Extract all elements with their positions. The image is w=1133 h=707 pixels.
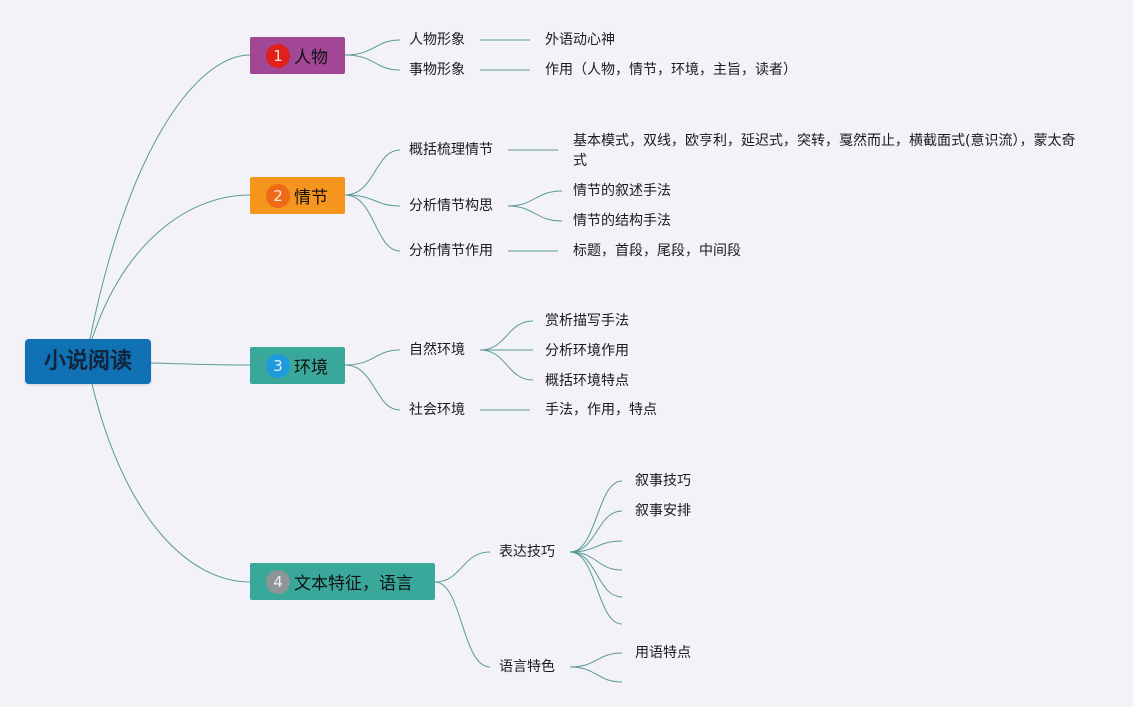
number-badge-4: 4 [266, 569, 290, 594]
subtopic-renwu-xingxiang[interactable]: 人物形象 [409, 32, 465, 48]
link-t4s1-empty-4 [569, 551, 623, 625]
leaf-t3s1-2[interactable]: 分析环境作用 [545, 343, 629, 359]
leaf-t4s1-1[interactable]: 叙事技巧 [635, 473, 691, 489]
topic-1[interactable]: 1 人物 [250, 37, 345, 74]
link-t4s1-empty-1 [569, 540, 623, 553]
link-root-topic-1 [89, 54, 251, 340]
leaf-t3s1-3[interactable]: 概括环境特点 [545, 373, 629, 389]
leaf-t1s2[interactable]: 作用（人物，情节，环境，主旨，读者） [545, 62, 797, 78]
leaf-t2s1[interactable]: 基本模式，双线，欧亨利，延迟式，突转，戛然而止，横截面式(意识流），蒙太奇式 [573, 133, 1076, 169]
link-t4s1-empty-3 [569, 551, 623, 598]
link-t2s2-leaf-1 [507, 190, 563, 207]
leaf-t3s1-1[interactable]: 赏析描写手法 [545, 313, 629, 329]
number-badge-3: 3 [266, 353, 290, 378]
link-topic-4-sub-2 [434, 581, 491, 668]
subtopic-ziran-huanjing[interactable]: 自然环境 [409, 342, 465, 358]
link-topic-2-sub-3 [344, 194, 401, 252]
subtopic-shehui-huanjing[interactable]: 社会环境 [409, 402, 465, 418]
subtopic-biaoda-jiqiao[interactable]: 表达技巧 [499, 544, 555, 560]
link-topic-2-sub-1 [344, 149, 401, 196]
link-t3s1-leaf-1 [479, 320, 534, 351]
link-t2s2-leaf-2 [507, 205, 563, 222]
link-t4s1-empty-2 [569, 551, 623, 571]
topic-4[interactable]: 4 文本特征，语言 [250, 563, 435, 600]
link-topic-1-sub-2 [344, 54, 401, 71]
number-badge-2: 2 [266, 183, 290, 208]
subtopic-yuyan-tese[interactable]: 语言特色 [499, 659, 555, 675]
link-topic-3-sub-1 [344, 349, 401, 366]
leaf-t3s2[interactable]: 手法，作用，特点 [545, 402, 657, 418]
leaf-t1s1[interactable]: 外语动心神 [545, 32, 615, 48]
leaf-t2s3[interactable]: 标题，首段，尾段，中间段 [573, 243, 741, 259]
link-t4s2-leaf-1 [569, 652, 623, 668]
subtopic-shiwu-xingxiang[interactable]: 事物形象 [409, 62, 465, 78]
leaf-t4s2-1[interactable]: 用语特点 [635, 645, 691, 661]
topic-3-label: 环境 [294, 358, 328, 378]
link-topic-3-sub-2 [344, 364, 401, 411]
link-topic-4-sub-1 [434, 551, 491, 583]
subtopic-fenxi-goushi[interactable]: 分析情节构思 [409, 198, 493, 214]
topic-3[interactable]: 3 环境 [250, 347, 345, 384]
link-t3s1-leaf-3 [479, 349, 534, 381]
leaf-t2s2-2[interactable]: 情节的结构手法 [573, 213, 671, 229]
link-root-topic-4 [91, 383, 251, 583]
link-t4s1-leaf-1 [569, 480, 623, 553]
link-topic-1-sub-1 [344, 39, 401, 56]
link-t4s1-leaf-2 [569, 510, 623, 553]
root-node[interactable]: 小说阅读 [25, 339, 151, 384]
leaf-t4s1-2[interactable]: 叙事安排 [635, 503, 691, 519]
number-badge-1: 1 [266, 43, 290, 68]
leaf-t2s2-1[interactable]: 情节的叙述手法 [573, 183, 671, 199]
topic-4-label: 文本特征，语言 [294, 574, 413, 594]
link-root-topic-2 [91, 194, 251, 340]
topic-1-label: 人物 [294, 48, 328, 68]
topic-2-label: 情节 [294, 188, 328, 208]
subtopic-fenxi-zuoyong[interactable]: 分析情节作用 [409, 243, 493, 259]
link-root-topic-3 [150, 362, 251, 366]
topic-2[interactable]: 2 情节 [250, 177, 345, 214]
subtopic-gaikuo-qingjie[interactable]: 概括梳理情节 [409, 142, 493, 158]
link-t4s2-empty-1 [569, 666, 623, 683]
link-topic-2-sub-2 [344, 194, 401, 207]
